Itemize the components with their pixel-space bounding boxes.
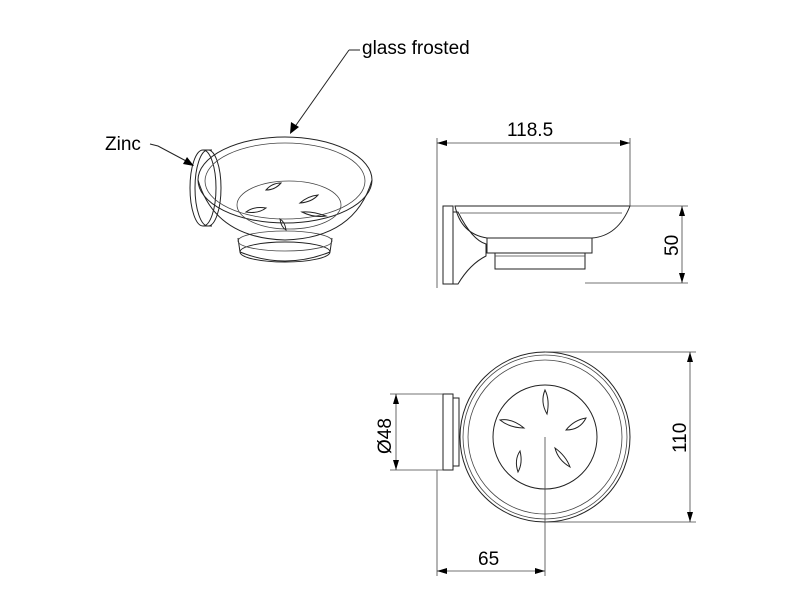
dimension-diameter (390, 393, 443, 471)
dimension-diameter-value: Ø48 (375, 418, 396, 454)
dimension-depth-value: 110 (670, 423, 691, 453)
wall-mount (189, 149, 222, 227)
glass-leader (290, 49, 360, 134)
zinc-label: Zinc (105, 134, 141, 155)
dimension-height (585, 205, 688, 284)
glass-label: glass frosted (362, 38, 470, 59)
dish-base (237, 230, 333, 263)
glass-bowl (197, 136, 373, 241)
top-drain-slots (498, 388, 587, 474)
dimension-width (436, 138, 631, 288)
drain-slots (244, 182, 328, 231)
zinc-leader (149, 143, 194, 166)
dimension-projection (436, 470, 545, 576)
dimension-projection-value: 65 (478, 549, 499, 570)
isometric-view: glass frosted Zinc (105, 38, 470, 263)
dimension-height-value: 50 (662, 235, 683, 256)
dimension-width-value: 118.5 (507, 120, 553, 141)
top-view: Ø48 110 65 (375, 351, 696, 576)
dimension-depth (545, 351, 696, 523)
side-view: 118.5 50 (436, 120, 688, 288)
